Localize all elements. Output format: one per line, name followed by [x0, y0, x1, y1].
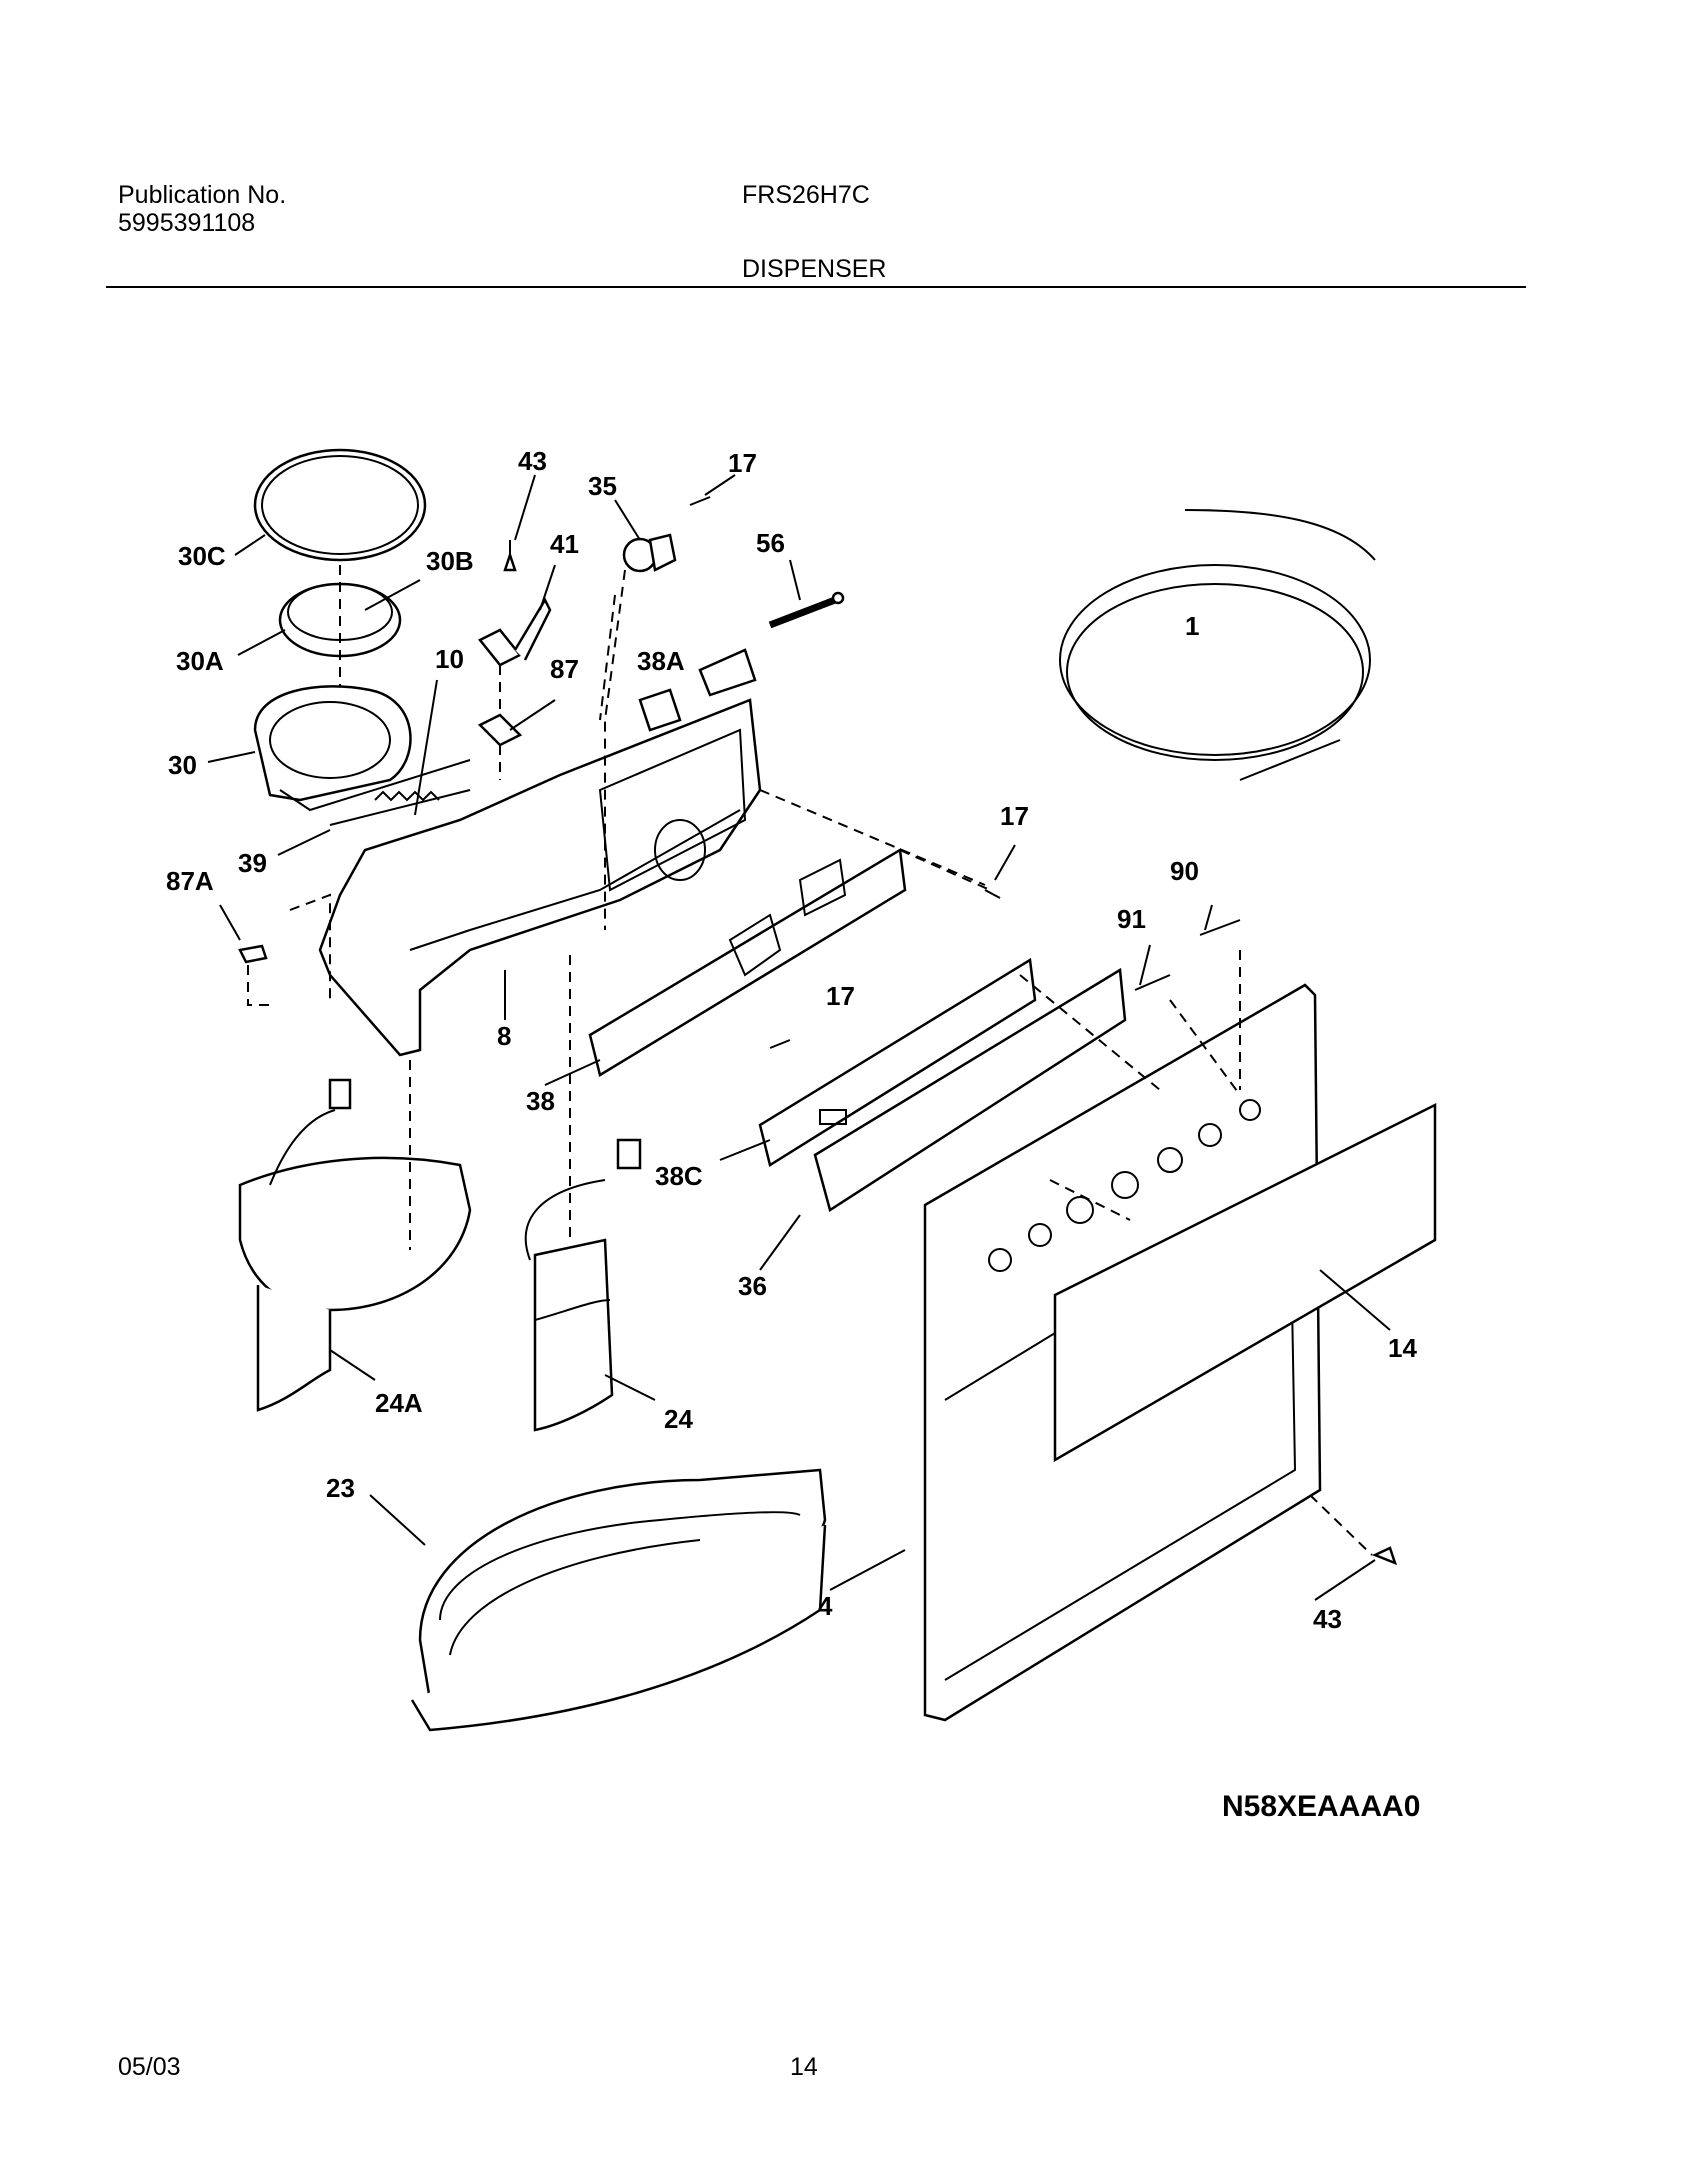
part-91-pin — [1134, 974, 1171, 991]
section-title: DISPENSER — [742, 255, 887, 283]
part-30c-gasket — [253, 448, 427, 562]
part-1-tubing — [1059, 509, 1376, 781]
callout-87: 87 — [550, 654, 579, 684]
callout-30: 30 — [168, 750, 197, 780]
part-87a-clip — [238, 944, 268, 964]
callout-24: 24 — [664, 1404, 693, 1434]
callout-41: 41 — [550, 529, 579, 559]
part-38a-switches — [638, 648, 757, 732]
part-38c-switch-board — [758, 957, 1037, 1167]
callout-24a: 24A — [375, 1388, 423, 1418]
part-14-overlay — [1053, 1102, 1437, 1463]
publication-label: Publication No. — [118, 181, 287, 209]
callout-30a: 30A — [176, 646, 224, 676]
callout-17-mid: 17 — [826, 981, 855, 1011]
part-17-screw-top — [689, 496, 711, 506]
callout-35: 35 — [588, 471, 617, 501]
part-35-valve — [622, 533, 677, 573]
callout-90: 90 — [1170, 856, 1199, 886]
callout-38a: 38A — [637, 646, 685, 676]
drawing-code: N58XEAAAA0 — [1222, 1790, 1421, 1823]
callout-23: 23 — [326, 1473, 355, 1503]
callout-17-right: 17 — [1000, 801, 1029, 831]
callout-30b: 30B — [426, 546, 474, 576]
part-10-spring — [374, 790, 440, 802]
part-90-pin — [1199, 919, 1241, 936]
callout-38: 38 — [526, 1086, 555, 1116]
callout-8: 8 — [497, 1021, 511, 1051]
callout-91: 91 — [1117, 904, 1146, 934]
callout-38c: 38C — [655, 1161, 703, 1191]
callout-30c: 30C — [178, 541, 226, 571]
callout-10: 10 — [435, 644, 464, 674]
callout-39: 39 — [238, 848, 267, 878]
part-30-housing — [253, 685, 471, 812]
callout-87a: 87A — [166, 866, 214, 896]
publication-number: 5995391108 — [118, 209, 256, 237]
callout-43-top: 43 — [518, 446, 547, 476]
callout-56: 56 — [756, 528, 785, 558]
part-56-screw — [768, 591, 845, 629]
callout-36: 36 — [738, 1271, 767, 1301]
part-43-screw-lower — [1371, 1546, 1398, 1566]
part-17-screw-low — [769, 1039, 791, 1049]
part-36-actuator-bracket — [813, 967, 1127, 1212]
part-24-water-chute — [524, 1138, 642, 1432]
part-23-drip-tray — [410, 1468, 827, 1732]
part-8-main-housing — [318, 698, 762, 1057]
part-87-pad — [477, 713, 523, 747]
model-number: FRS26H7C — [742, 181, 870, 209]
callout-1: 1 — [1185, 611, 1199, 641]
callout-17-top: 17 — [728, 448, 757, 478]
footer-page-number: 14 — [790, 2053, 818, 2081]
callout-14: 14 — [1388, 1333, 1417, 1363]
part-24a-ice-door — [238, 1078, 472, 1412]
part-39-rod — [329, 789, 471, 826]
header-rule — [106, 286, 1526, 288]
part-43-screw-top — [503, 540, 517, 572]
callout-43-lower: 43 — [1313, 1604, 1342, 1634]
footer-date: 05/03 — [118, 2053, 181, 2081]
part-41-bracket — [478, 597, 552, 667]
part-17-screw-mid — [984, 889, 1001, 899]
callout-4: 4 — [818, 1591, 833, 1621]
